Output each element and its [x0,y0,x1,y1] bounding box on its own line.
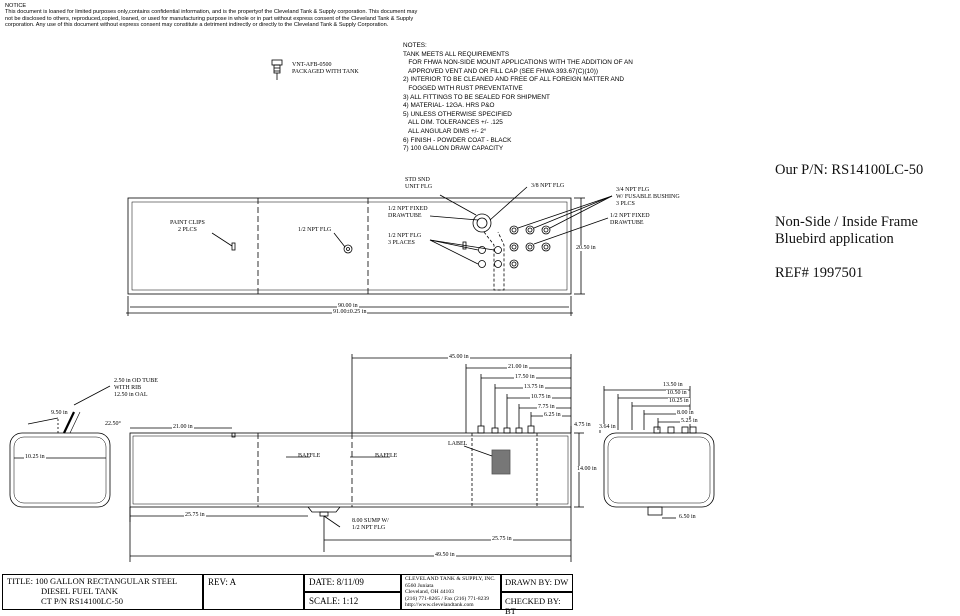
angle-dim: 22.50° [104,421,122,427]
baffle-1-label: BAFFLE [298,453,321,459]
sump-note: 8.00 SUMP W/ 1/2 NPT FLG [352,518,389,531]
dim-1350: 13.50 in [662,382,684,388]
note-line: 6) FINISH - POWDER COAT - BLACK [403,136,512,144]
company-street: 6560 Juniata [405,582,434,589]
length-90-dimension: 90.00 in [337,303,359,309]
company-phone: (216) 771-8265 / Fax (216) 771-8239 [405,595,490,602]
title-line-1: TITLE: 100 GALLON RECTANGULAR STEEL [7,576,178,586]
company-name: CLEVELAND TANK & SUPPLY, INC. [405,576,496,582]
company-web: http://www.clevelandtank.com [405,602,474,609]
date-cell: DATE: 8/11/09 [304,574,401,592]
side-view-outline [129,432,572,508]
fixed-drawtube-label: 1/2 NPT FIXED DRAWTUBE [388,206,428,219]
company-city: Cleveland, OH 44103 [405,589,454,596]
note-line: 7) 100 GALLON DRAW CAPACITY [403,145,504,153]
checked-by-value: CHECKED BY: BT [505,596,561,616]
rev-value: REV: A [208,577,237,587]
dim-21b: 21.00 in [172,424,194,430]
note-line: APPROVED VENT AND OR FILL CAP (SEE FHWA … [403,67,598,75]
notice-heading: NOTICE [5,3,27,9]
rev-cell: REV: A [203,574,304,610]
label-callout: LABEL [448,441,468,447]
end-view-left [9,432,111,508]
dim-625: 6.25 in [543,412,562,418]
dim-1050: 10.50 in [666,390,688,396]
vent-part-label: VNT-AFB-0500 [292,62,332,68]
scale-cell: SCALE: 1:12 [304,592,401,610]
dim-775: 7.75 in [537,404,556,410]
dim-1025: 10.25 in [24,454,46,460]
length-91-dimension: 91.00±0.25 in [332,309,368,315]
dim-21: 21.00 in [507,364,529,370]
note-line: FOR FHWA NON-SIDE MOUNT APPLICATIONS WIT… [403,59,633,67]
dim-800: 8.00 in [676,410,695,416]
dim-475: 4.75 in [573,422,592,428]
application-line-2: Bluebird application [775,231,894,247]
dim-364: 3.64 in [598,424,617,430]
npt-places-label: 1/2 NPT FLG 3 PLACES [388,233,422,246]
fixed-drawtube-right-label: 1/2 NPT FIXED DRAWTUBE [610,213,650,226]
dim-1025r: 10.25 in [668,398,690,404]
dim-2575a: 25.75 in [184,512,206,518]
dim-4950: 49.50 in [434,552,456,558]
drawn-by-value: DRAWN BY: DW [505,577,569,587]
dim-1750: 17.50 in [514,374,536,380]
drawn-by-cell: DRAWN BY: DW [501,574,573,592]
top-view-outline [127,197,572,295]
note-line: 5) UNLESS OTHERWISE SPECIFIED [403,110,512,118]
vent-icon [271,59,283,80]
tube-note: 2.50 in OD TUBE WITH RIB 12.50 in OAL [114,378,158,398]
note-line: 4) MATERIAL- 12GA. HRS P&O [403,102,495,110]
std-snd-label: STD SND UNIT FLG [405,177,433,190]
dim-650: 6.50 in [678,514,697,520]
baffle-2-label: BAFFLE [375,453,398,459]
company-cell: CLEVELAND TANK & SUPPLY, INC. 6560 Junia… [401,574,501,610]
npt-flg-label: 1/2 NPT FLG [298,227,332,233]
notes-block: NOTES: TANK MEETS ALL REQUIREMENTS FOR F… [403,42,633,154]
paint-clips-label: PAINT CLIPS 2 PLCS [170,220,205,233]
dim-950: 9.50 in [50,410,69,416]
date-value: DATE: 8/11/09 [309,577,364,587]
dim-1075: 10.75 in [530,394,552,400]
reference-number: REF# 1997501 [775,265,864,281]
note-line: FOGGED WITH RUST PREVENTATIVE [403,84,523,92]
title-cell: TITLE: 100 GALLON RECTANGULAR STEEL DIES… [2,574,203,610]
note-line: 2) INTERIOR TO BE CLEANED AND FREE OF AL… [403,76,624,84]
part-number: Our P/N: RS14100LC-50 [775,162,924,178]
dim-45: 45.00 in [448,354,470,360]
end-view-right [603,432,715,508]
note-line: 3) ALL FITTINGS TO BE SEALED FOR SHIPMEN… [403,93,550,101]
npt-38-label: 3/8 NPT FLG [531,183,565,189]
dim-525: 5.25 in [680,418,699,424]
label-plate [491,449,511,475]
vent-note-label: PACKAGED WITH TANK [292,69,359,75]
application-line-1: Non-Side / Inside Frame [775,214,918,230]
note-line: ALL ANGULAR DIMS +/- 2° [403,127,487,135]
checked-by-cell: CHECKED BY: BT [501,592,573,616]
note-line: ALL DIM. TOLERANCES +/- .125 [403,119,503,127]
dim-1375: 13.75 in [523,384,545,390]
title-line-3: CT P/N RS14100LC-50 [41,596,124,606]
notice-block: NOTICE This document is loaned for limit… [5,3,425,28]
notice-body: This document is loaned for limited purp… [5,9,418,28]
scale-value: SCALE: 1:12 [309,596,359,606]
npt-34-label: 3/4 NPT FLG W/ FUSABLE BUSHING 3 PLCS [616,187,680,207]
note-line: NOTES: [403,42,427,49]
title-line-2: DIESEL FUEL TANK [41,586,118,596]
dim-2575b: 25.75 in [491,536,513,542]
width-dimension: 20.50 in [575,245,597,251]
dim-14: 14.00 in [576,466,598,472]
note-line: TANK MEETS ALL REQUIREMENTS [403,50,510,58]
